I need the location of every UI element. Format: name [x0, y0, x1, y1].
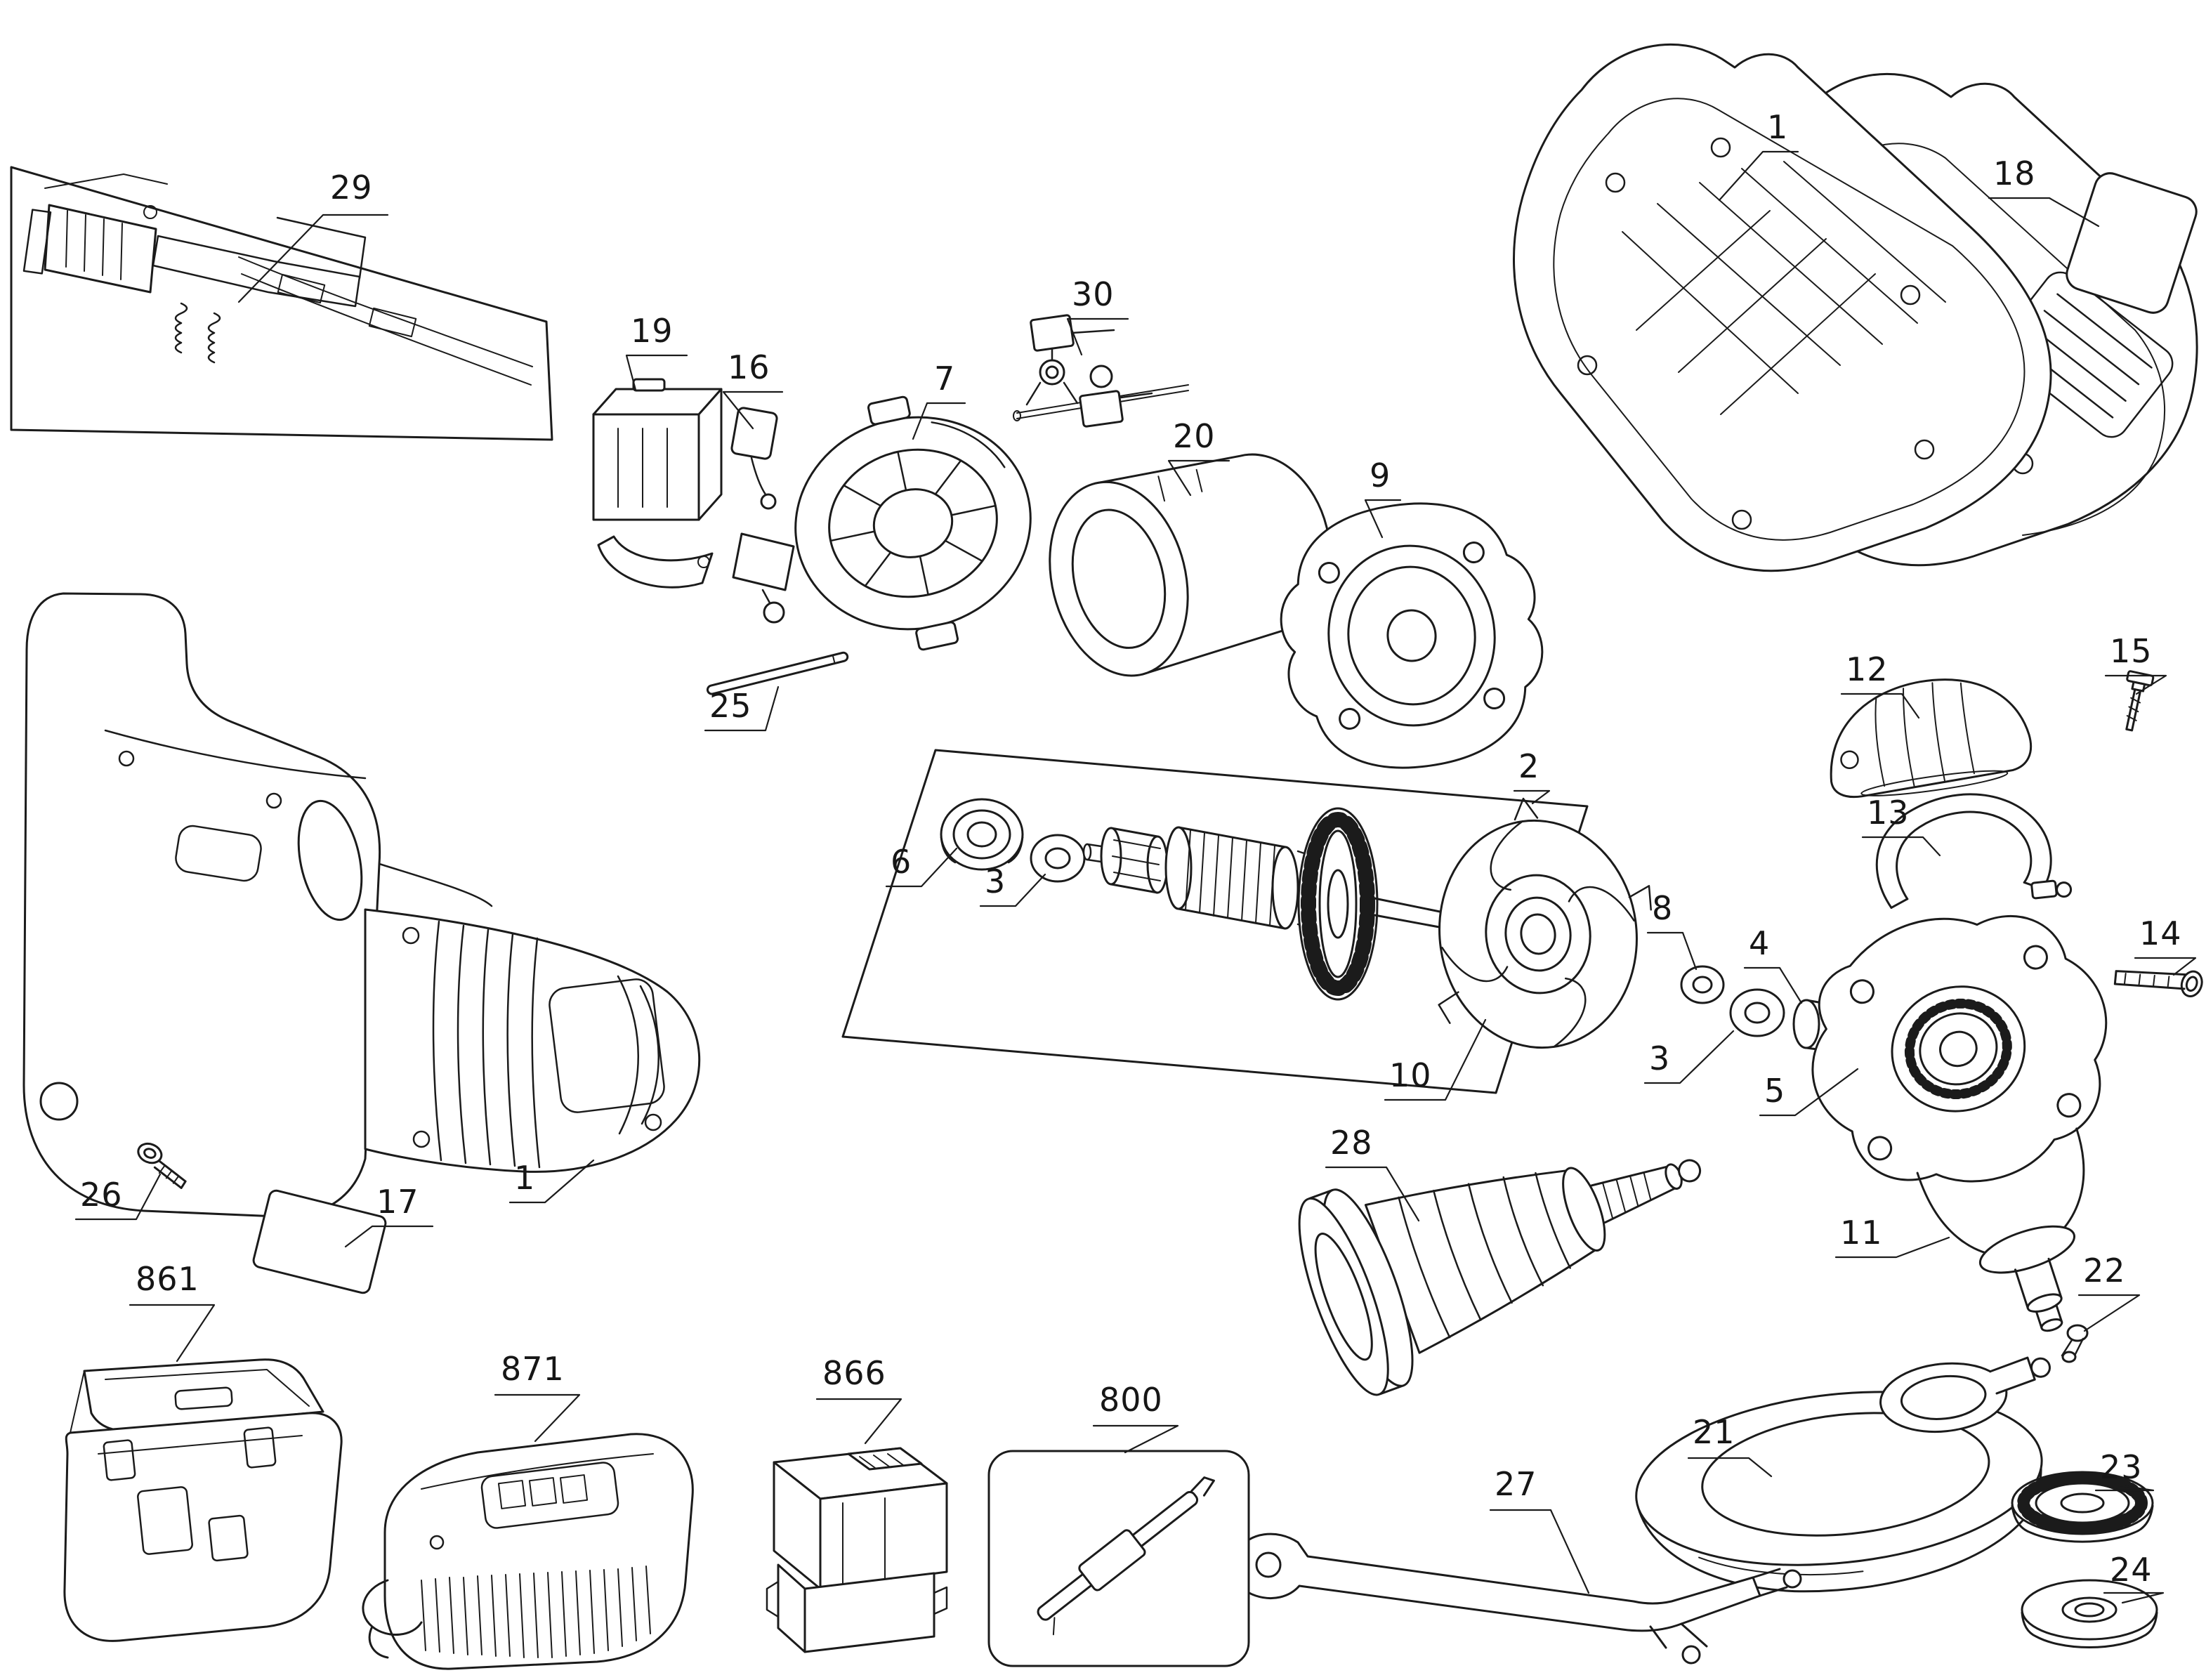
callout-7: 7: [934, 360, 956, 398]
callout-4: 4: [1749, 924, 1771, 962]
screw-26-drawing: [137, 1142, 187, 1189]
callout-19: 19: [631, 312, 674, 350]
callout-14: 14: [2139, 914, 2182, 952]
gear-case-drawing: [1811, 914, 2108, 1332]
callout-12: 12: [1846, 650, 1889, 688]
callout-1-right-housing: 1: [1767, 108, 1789, 146]
callout-5: 5: [1764, 1072, 1786, 1110]
callout-3-left: 3: [985, 862, 1006, 900]
fan-baffle-drawing: [794, 395, 1032, 651]
callout-16: 16: [728, 348, 770, 386]
armature-assembly-plane: [841, 749, 1589, 1094]
callout-17: 17: [376, 1183, 419, 1221]
battery-pack-drawing: [766, 1447, 948, 1653]
callout-26: 26: [80, 1176, 123, 1214]
left-housing-drawing: [22, 592, 701, 1218]
right-housing-front-half-drawing: [1513, 43, 2052, 572]
leader-lines: [74, 150, 2197, 1604]
accessory-800-drawing: [987, 1450, 1250, 1667]
callout-10: 10: [1389, 1056, 1432, 1094]
callout-28: 28: [1330, 1124, 1373, 1162]
inner-baffle-drawing: [1438, 797, 1652, 1049]
callout-29: 29: [330, 169, 373, 206]
callout-2: 2: [1518, 747, 1540, 785]
callout-30: 30: [1072, 275, 1115, 313]
pin-rod-drawing: [706, 651, 849, 695]
screw-15-drawing: [2125, 670, 2155, 732]
callout-27: 27: [1495, 1465, 1537, 1503]
nameplate-label-drawing: [2066, 172, 2198, 314]
callout-23: 23: [2100, 1448, 2143, 1486]
washer-8-drawing: [1680, 965, 1725, 1004]
clamp-nut-drawing: [2021, 1579, 2158, 1649]
callout-871: 871: [501, 1350, 565, 1388]
wheel-guard-drawing: [1635, 1356, 2051, 1593]
callout-22: 22: [2083, 1252, 2126, 1289]
side-handle-drawing: [1298, 1159, 1702, 1396]
callout-20: 20: [1173, 417, 1216, 455]
callout-15: 15: [2110, 632, 2153, 670]
lock-lever-drawing: [730, 407, 795, 624]
callout-800: 800: [1099, 1381, 1163, 1419]
clamp-screw-drawing: [2061, 1324, 2089, 1363]
callout-1-left-housing: 1: [514, 1159, 536, 1197]
callout-8: 8: [1652, 889, 1674, 927]
callout-6: 6: [891, 843, 912, 881]
washer-3-left-drawing: [1030, 834, 1086, 883]
callout-3-right: 3: [1649, 1039, 1671, 1077]
guard-adapter-drawing: [1875, 793, 2073, 909]
switch-detail-inset: [10, 166, 553, 441]
bearing-plate-drawing: [1280, 502, 1544, 769]
callout-24: 24: [2110, 1551, 2153, 1589]
warning-label-drawing: [252, 1189, 387, 1294]
callout-18: 18: [1993, 155, 2036, 192]
switch-drawing: [592, 378, 723, 589]
bearing-6-drawing: [940, 798, 1024, 871]
callout-866: 866: [822, 1354, 886, 1392]
charger-drawing: [362, 1433, 694, 1670]
screw-14-drawing: [2113, 970, 2203, 997]
kit-box-drawing: [63, 1358, 343, 1642]
callout-25: 25: [709, 687, 752, 725]
armature-drawing: [1082, 807, 1494, 1001]
outer-flange-drawing: [2011, 1471, 2154, 1543]
callout-13: 13: [1867, 794, 1910, 832]
callout-21: 21: [1693, 1413, 1735, 1451]
brush-holder-drawing: [1013, 314, 1189, 428]
cover-12-drawing: [1830, 678, 2033, 799]
callout-861: 861: [136, 1260, 199, 1298]
callout-11: 11: [1840, 1214, 1883, 1252]
washer-3-right-drawing: [1729, 988, 1785, 1037]
callout-9: 9: [1370, 457, 1391, 494]
